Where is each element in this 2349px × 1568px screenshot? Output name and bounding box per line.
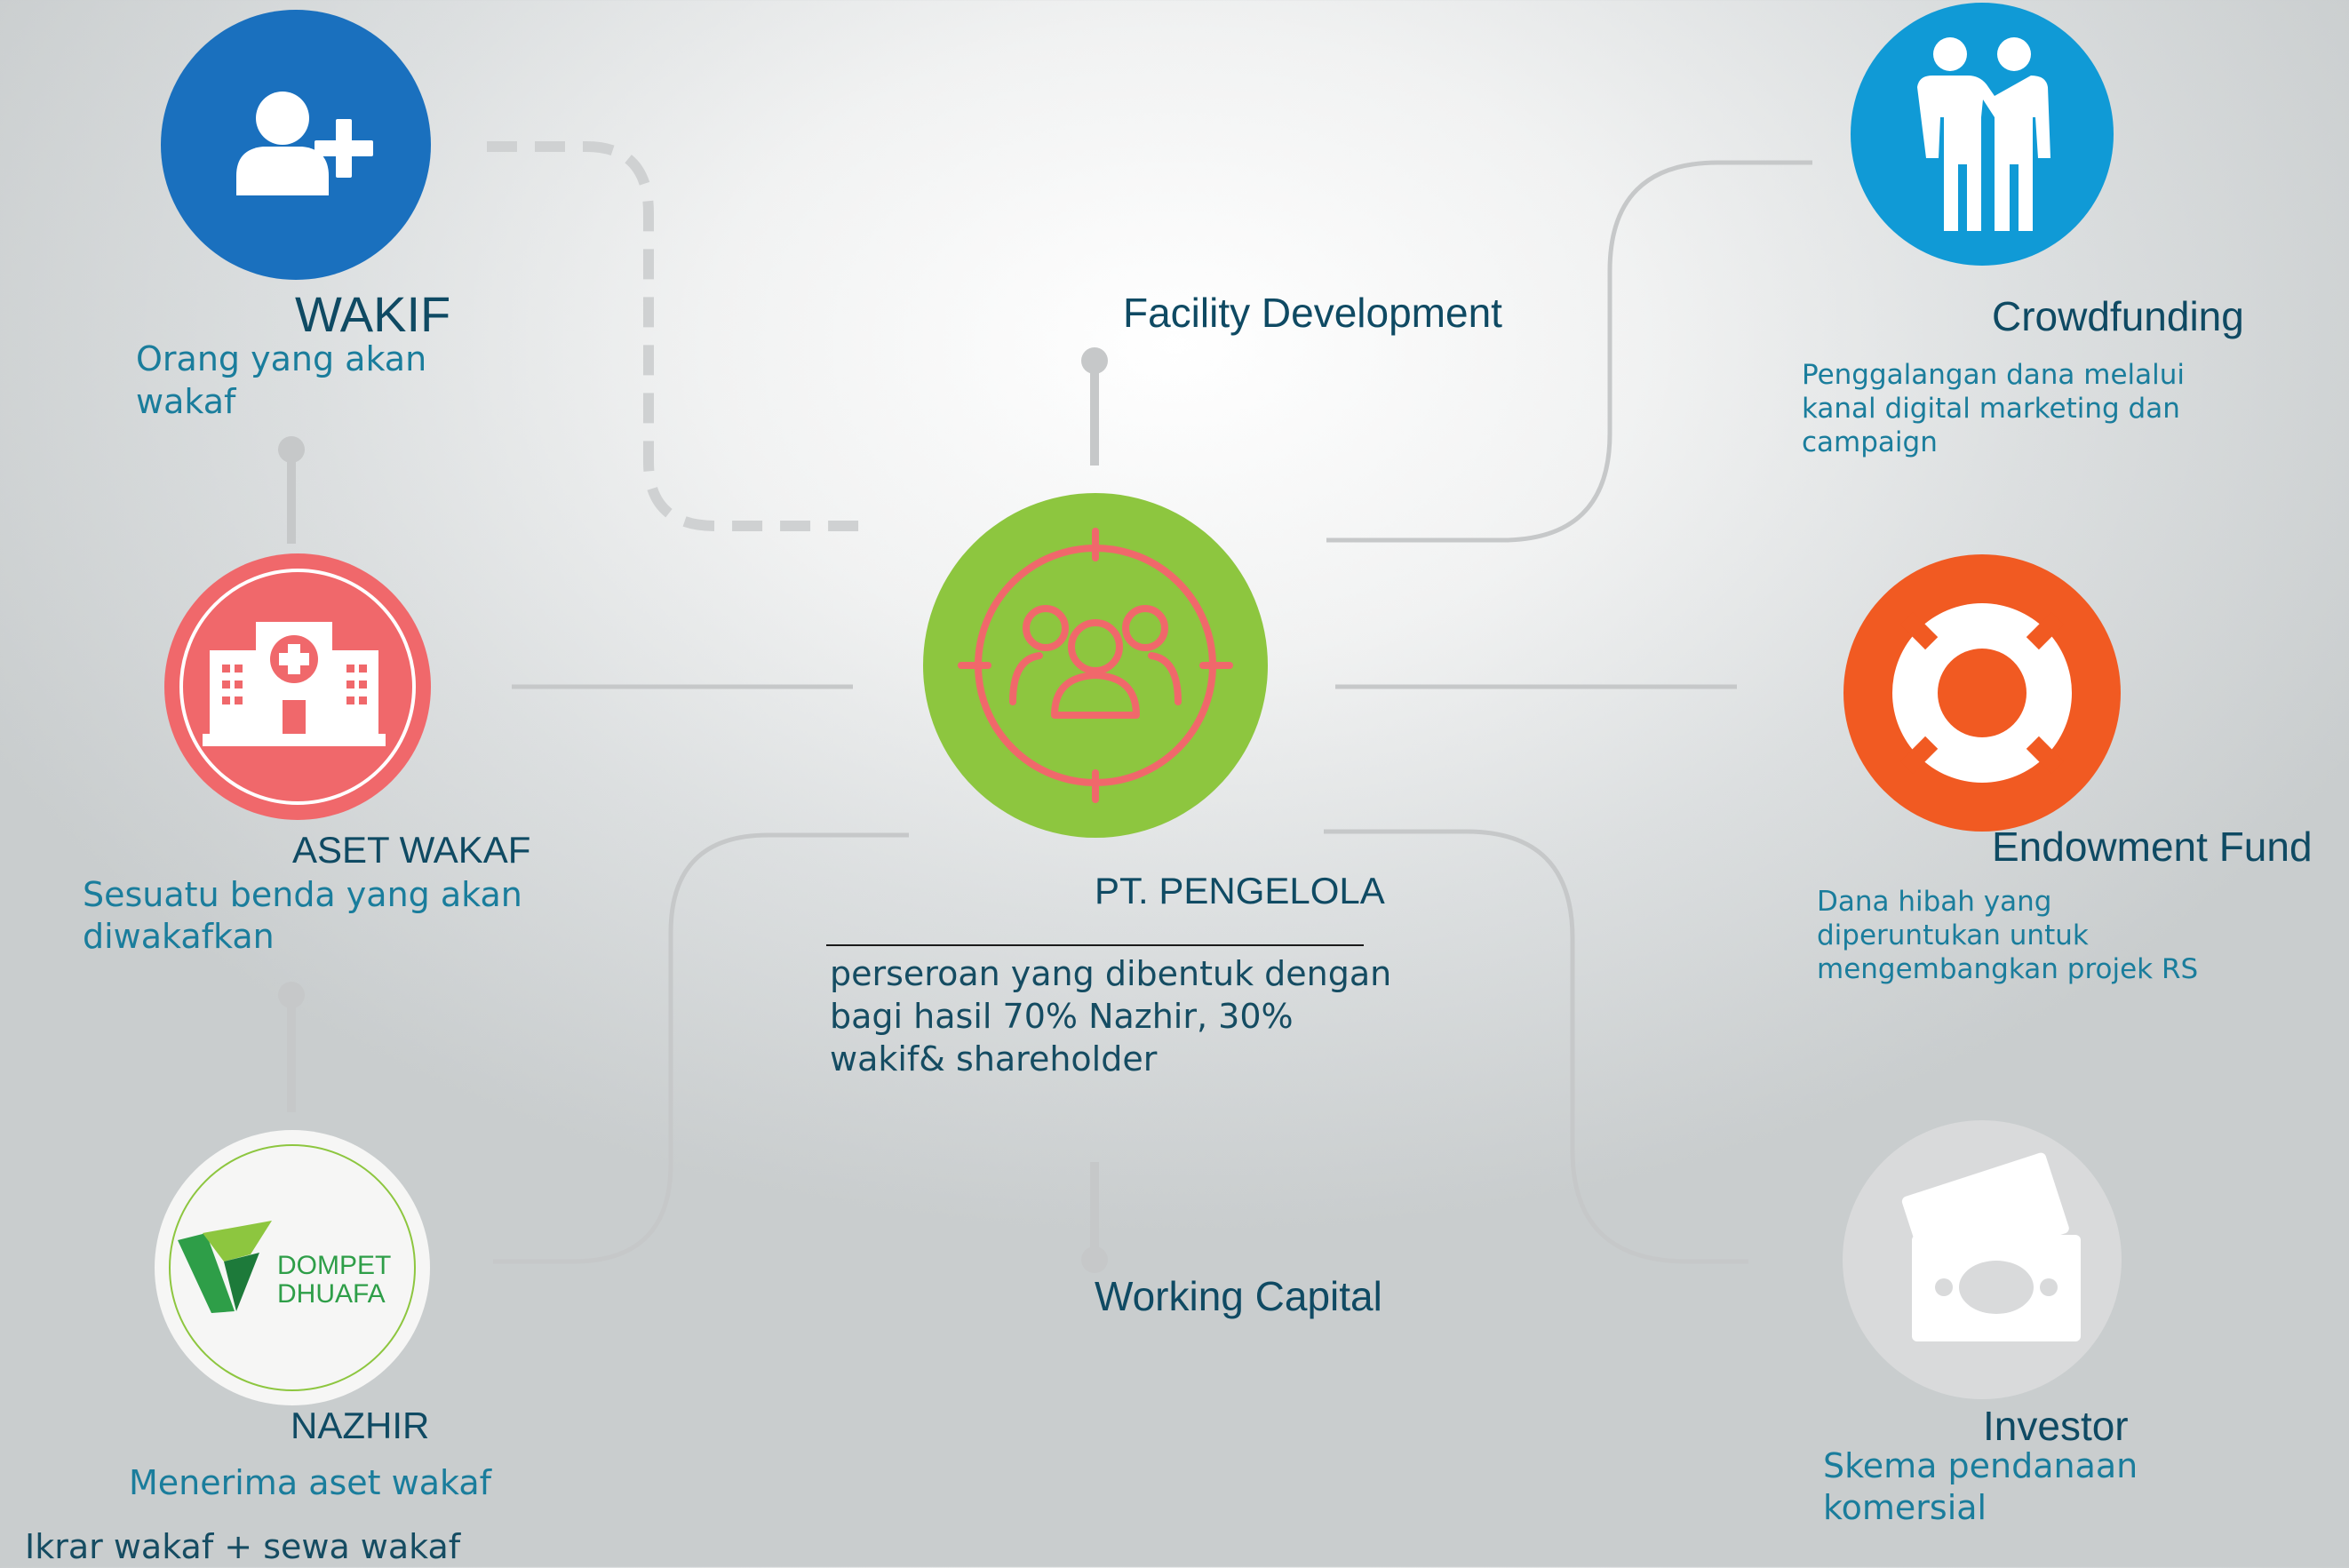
facility-label: Facility Development bbox=[1123, 290, 1502, 336]
people-icon bbox=[1917, 37, 2050, 231]
lifebuoy-icon bbox=[1892, 603, 2072, 783]
crowdfunding-node bbox=[1851, 3, 2114, 266]
aset-wakaf-desc-line-1: Sesuatu benda yang akan bbox=[83, 875, 522, 914]
investor-node bbox=[1843, 1120, 2122, 1399]
nazhir-title: NAZHIR bbox=[291, 1405, 430, 1446]
endowment-node bbox=[1843, 554, 2121, 832]
svg-text:DHUAFA: DHUAFA bbox=[277, 1279, 386, 1309]
endowment-desc-line-3: mengembangkan projek RS bbox=[1817, 953, 2199, 985]
pengelola-circle bbox=[923, 493, 1268, 838]
wakif-circle bbox=[161, 10, 431, 280]
pengelola-desc-line-2: bagi hasil 70% Nazhir, 30% bbox=[830, 997, 1294, 1036]
hospital-icon bbox=[203, 622, 386, 746]
pengelola-title: PT. PENGELOLA bbox=[1095, 870, 1385, 911]
wakif-dashed-connector bbox=[487, 141, 866, 531]
footer-note: Ikrar wakaf + sewa wakaf bbox=[25, 1527, 461, 1566]
crowdfunding-circle bbox=[1851, 3, 2114, 266]
nazhir-connector bbox=[493, 832, 909, 1264]
crowdfunding-title: Crowdfunding bbox=[1992, 293, 2244, 339]
endowment-desc-line-2: diperuntukan untuk bbox=[1817, 919, 2089, 951]
dompet-dhuafa-logo: DOMPET DHUAFA bbox=[178, 1221, 391, 1313]
group-target-icon bbox=[958, 528, 1233, 803]
add-user-icon bbox=[236, 92, 373, 195]
investor-title: Investor bbox=[1983, 1403, 2129, 1449]
wakif-title: WAKIF bbox=[295, 286, 451, 342]
aset-wakaf-node bbox=[164, 553, 431, 820]
facility-dot bbox=[1081, 347, 1108, 374]
pengelola-desc-line-3: wakif& shareholder bbox=[830, 1039, 1158, 1078]
nazhir-desc: Menerima aset wakaf bbox=[129, 1463, 491, 1502]
svg-text:DOMPET: DOMPET bbox=[277, 1251, 391, 1280]
aset-nazhir-dot bbox=[278, 982, 305, 1008]
crowdfunding-desc-line-3: campaign bbox=[1802, 426, 1938, 458]
endowment-title: Endowment Fund bbox=[1992, 824, 2313, 870]
investor-connector bbox=[1324, 829, 1748, 1264]
wakif-node bbox=[161, 10, 431, 280]
crowdfunding-desc-line-1: Penggalangan dana melalui bbox=[1802, 359, 2186, 391]
working-capital-label: Working Capital bbox=[1095, 1273, 1382, 1319]
investor-desc-line-1: Skema pendanaan bbox=[1823, 1446, 2138, 1485]
connectors bbox=[278, 141, 1812, 1273]
nazhir-node: DOMPET DHUAFA bbox=[155, 1130, 430, 1405]
working-capital-dot bbox=[1081, 1246, 1108, 1273]
aset-wakaf-desc-line-2: diwakafkan bbox=[83, 917, 275, 956]
aset-wakaf-title: ASET WAKAF bbox=[292, 829, 531, 871]
wakif-desc-line-2: wakaf bbox=[136, 382, 236, 421]
pengelola-node bbox=[923, 493, 1268, 838]
wakif-desc-line-1: Orang yang akan bbox=[136, 339, 427, 378]
endowment-desc-line-1: Dana hibah yang bbox=[1817, 886, 2052, 918]
money-icon bbox=[1901, 1152, 2081, 1341]
wakif-aset-dot bbox=[278, 436, 305, 463]
pengelola-desc-line-1: perseroan yang dibentuk dengan bbox=[830, 954, 1392, 993]
crowdfunding-desc-line-2: kanal digital marketing dan bbox=[1802, 393, 2180, 425]
nazhir-circle bbox=[155, 1130, 430, 1405]
crowdfunding-connector bbox=[1326, 160, 1812, 543]
investor-desc-line-2: komersial bbox=[1823, 1488, 1987, 1527]
